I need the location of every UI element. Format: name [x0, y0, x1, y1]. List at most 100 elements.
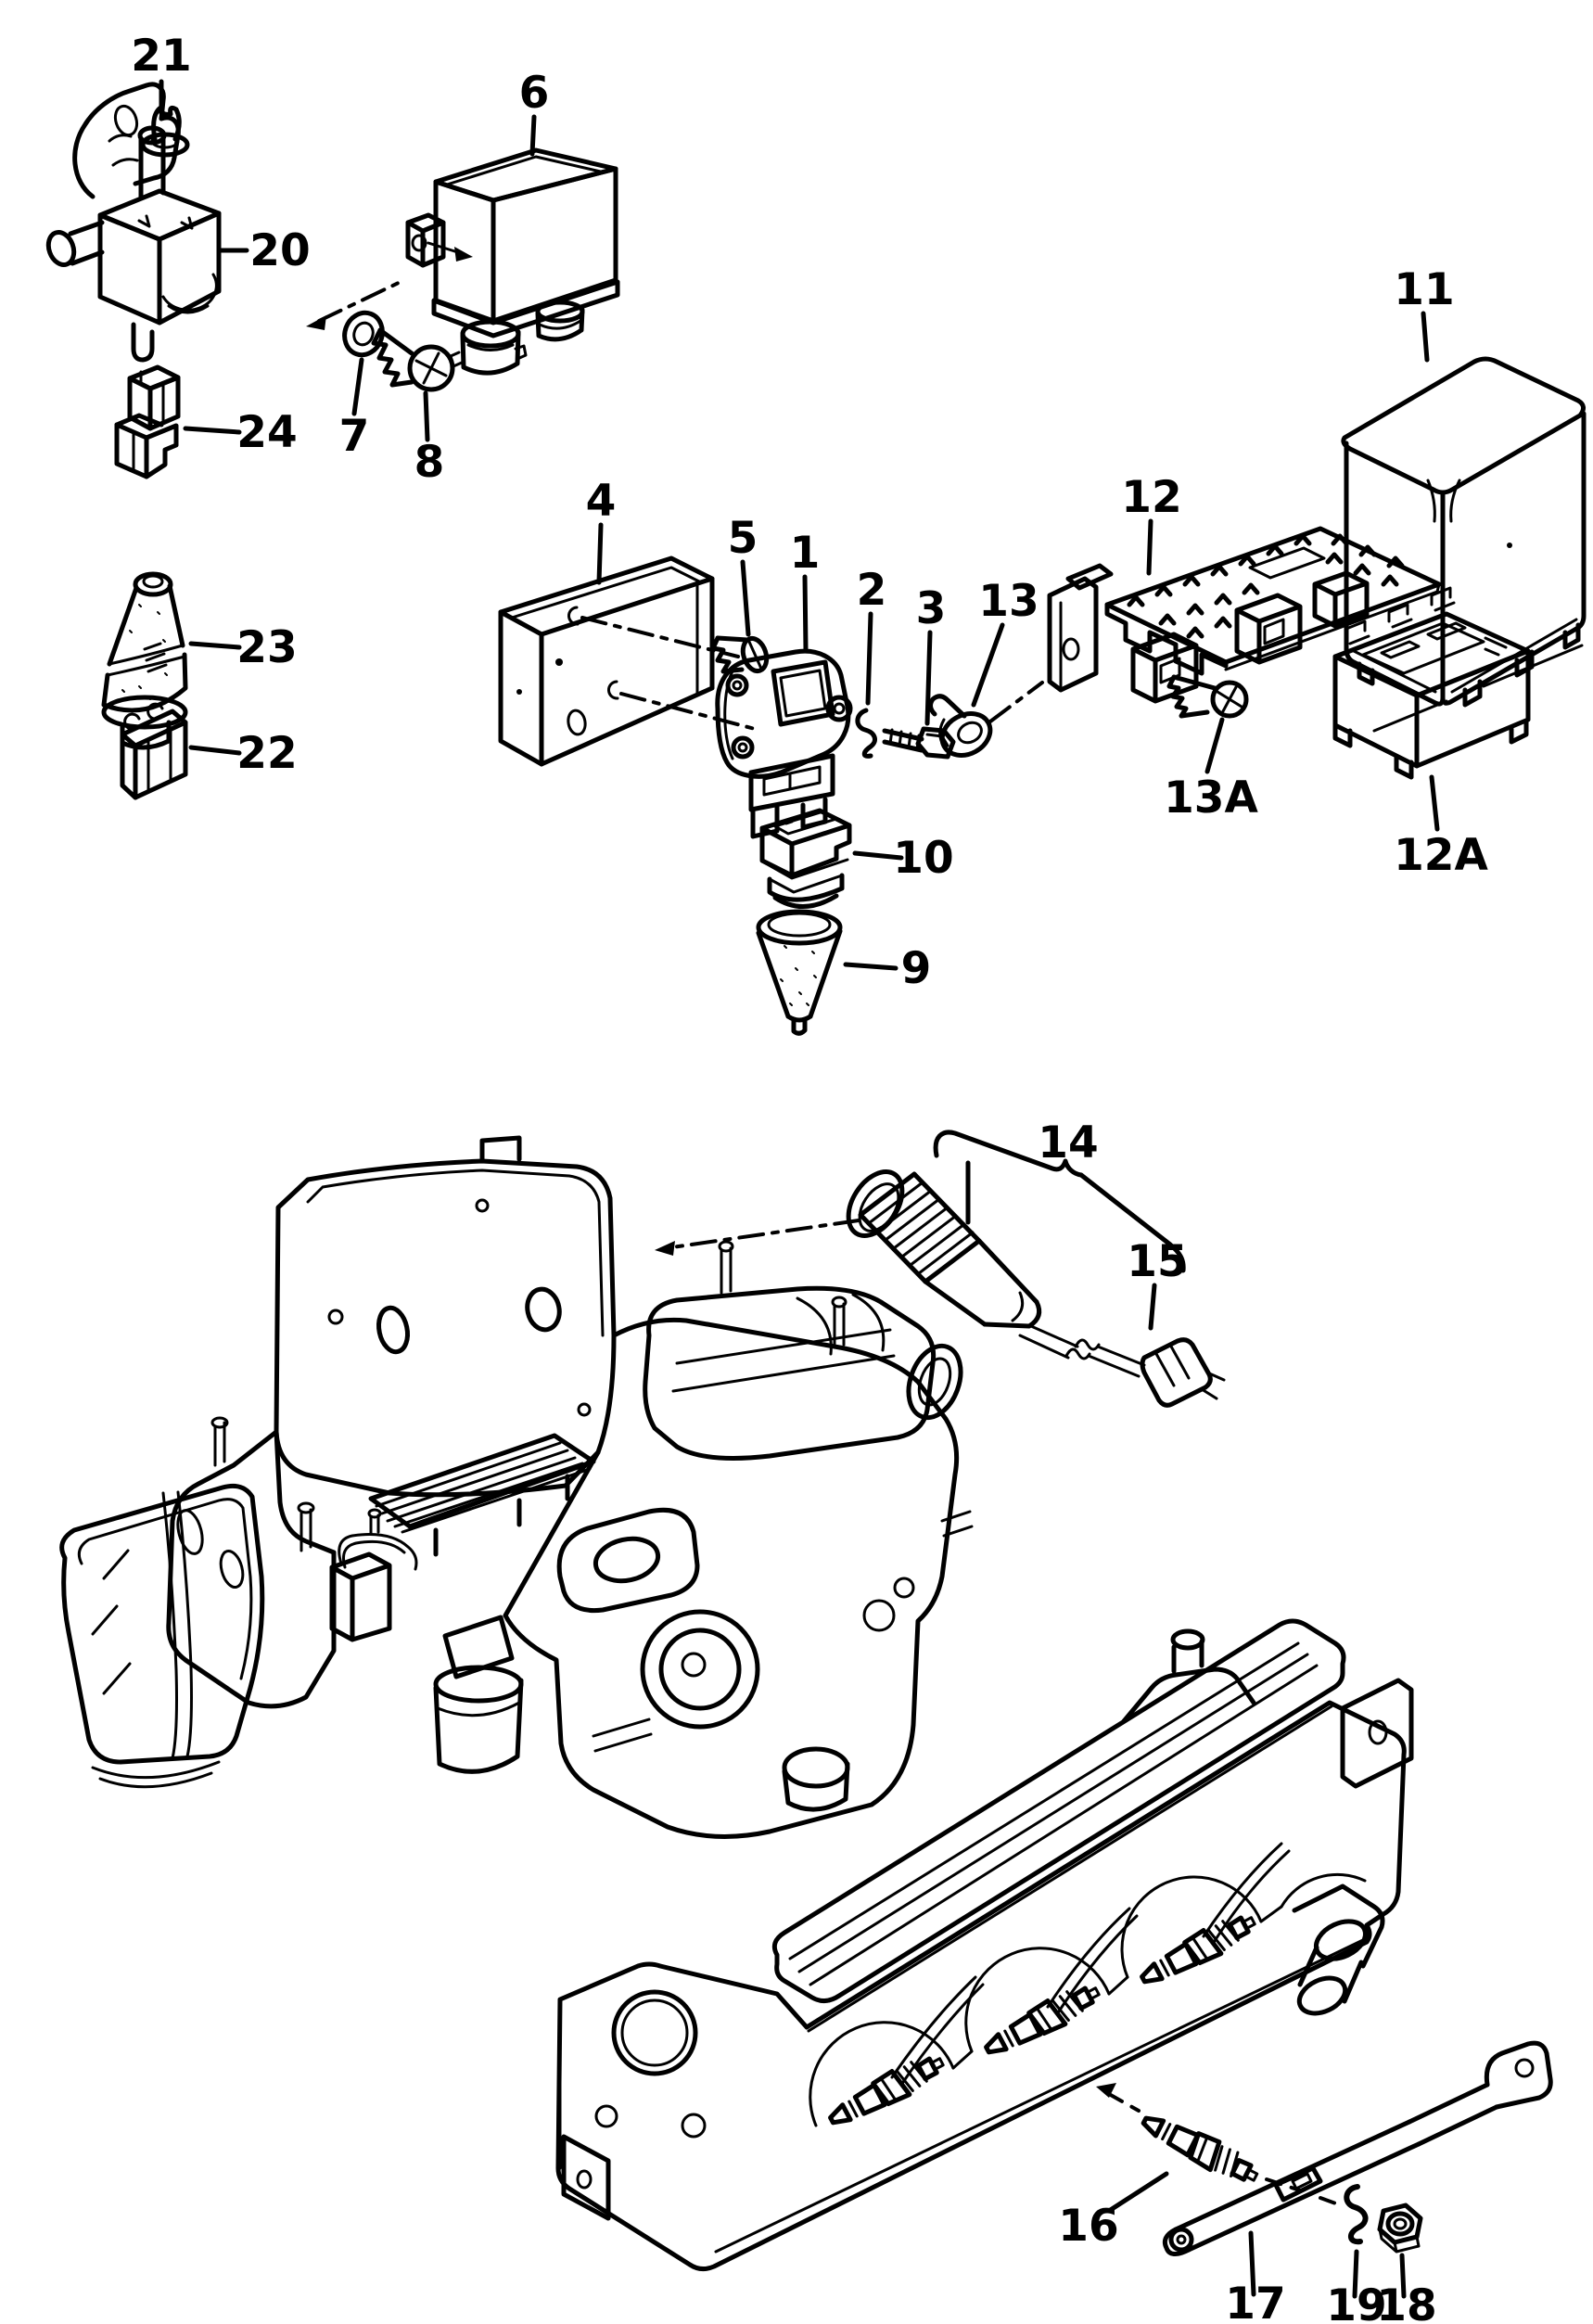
part-24-flat-connector-drawing-stroke	[144, 423, 179, 479]
cylinder-head-drawing-stroke	[714, 1936, 1369, 2254]
part-label-10: 10	[893, 833, 953, 884]
part-10-connector-housing-drawing-stroke	[784, 811, 820, 825]
part-14-speed-sensor-drawing-stroke	[1018, 1324, 1079, 1360]
part-label-21: 21	[131, 31, 191, 82]
part-14-speed-sensor-drawing-stroke	[1011, 1291, 1025, 1322]
leader-18	[1399, 2253, 1407, 2299]
part-24-flat-connector-drawing-stroke	[114, 413, 164, 428]
cylinder-head-drawing-stroke	[1314, 1919, 1368, 1961]
part-label-18: 18	[1376, 2280, 1436, 2324]
part-21-grommet-drawing-stroke	[151, 104, 182, 142]
part-15-cable-connector-drawing-stroke	[1140, 1337, 1213, 1408]
engine-assembly-drawing-stroke	[525, 1286, 562, 1333]
leader-16	[1106, 2171, 1169, 2214]
assembly-axis-14-engine	[655, 1219, 860, 1256]
part-label-11: 11	[1394, 264, 1454, 315]
cylinder-head-drawing-stroke	[1170, 1628, 1205, 1651]
leader-13a	[1204, 717, 1225, 774]
part-20-solenoid-valve-drawing-stroke	[68, 220, 105, 266]
part-17-bus-bar-drawing-stroke	[1162, 2227, 1192, 2256]
part-4-mounting-bracket-drawing-stroke	[516, 689, 522, 695]
part-label-19: 19	[1326, 2280, 1386, 2324]
part-1-ignition-control-unit-drawing-stroke	[833, 702, 846, 715]
engine-assembly-drawing-stroke	[91, 1760, 221, 1789]
part-14-speed-sensor-drawing	[846, 1169, 1146, 1378]
part-6-relay-drawing-stroke	[460, 329, 521, 376]
part-9-rubber-boot-drawing-stroke	[767, 912, 832, 938]
part-12-relay-plate-drawing-stroke	[1372, 644, 1584, 733]
engine-assembly-drawing-stroke	[368, 1433, 596, 1529]
part-4-mounting-bracket-drawing-stroke	[567, 606, 580, 626]
part-22-flat-fuse-drawing-stroke	[123, 702, 164, 731]
engine-assembly-drawing-stroke	[671, 1328, 896, 1393]
part-2-retaining-clip-drawing-stroke	[855, 708, 877, 759]
leader-2	[865, 611, 873, 706]
part-4-mounting-bracket-drawing-stroke	[567, 709, 587, 736]
part-11-relay-carrier-cover-drawing-stroke	[1357, 622, 1581, 708]
part-13a-screw-drawing	[1166, 674, 1249, 719]
part-9-rubber-boot-drawing	[756, 909, 843, 1036]
part-24-flat-connector-drawing-stroke	[147, 375, 181, 431]
part-10-connector-housing-drawing-stroke	[762, 858, 849, 880]
part-label-7: 7	[339, 411, 370, 462]
part-11-relay-carrier-cover-drawing-stroke	[1507, 543, 1512, 548]
part-20-solenoid-valve-drawing-stroke	[97, 212, 162, 326]
part-16-glow-plug-drawing	[1096, 2083, 1343, 2207]
leader-1	[802, 574, 809, 652]
leader-17	[1248, 2230, 1256, 2297]
part-10-connector-housing-drawing-stroke	[772, 893, 839, 909]
cylinder-head-drawing-stroke	[611, 1989, 698, 2076]
engine-assembly-drawing-stroke	[503, 1317, 960, 1839]
part-9-rubber-boot-drawing-stroke	[756, 909, 843, 946]
part-23-protective-cap-drawing-stroke	[107, 583, 185, 667]
part-13a-screw-drawing-stroke	[1216, 685, 1243, 713]
part-1-ignition-control-unit-drawing-stroke	[731, 735, 755, 760]
part-14-speed-sensor-drawing-stroke	[867, 1181, 975, 1275]
leader-12a	[1429, 774, 1440, 832]
cylinder-head-drawing-stroke	[788, 1641, 1319, 1986]
assembly-axis-4-5-1-stroke	[619, 692, 757, 731]
part-label-6: 6	[519, 68, 550, 119]
part-8-screw-drawing	[371, 327, 455, 392]
part-20-solenoid-valve-drawing-stroke	[97, 188, 222, 242]
engine-assembly-drawing-stroke	[658, 1628, 742, 1711]
part-label-2: 2	[857, 565, 887, 616]
cylinder-head-drawing-stroke	[951, 1905, 1283, 2070]
cylinder-head-drawing-stroke	[1296, 1975, 1348, 2016]
part-9-rubber-boot-drawing-stroke	[785, 1014, 813, 1036]
engine-assembly-drawing-stroke	[219, 1549, 245, 1590]
part-12a-relay-holder-drawing-stroke	[1332, 648, 1531, 769]
callout-labels: 21 20 6 24 7 8 23 22 4 5 1 2 3 10 9 11 1…	[131, 31, 1488, 2324]
part-label-8: 8	[414, 437, 445, 488]
part-22-flat-fuse-drawing	[120, 702, 188, 800]
part-label-23: 23	[236, 622, 297, 673]
part-6-relay-drawing-stroke	[449, 343, 528, 368]
part-9-rubber-boot-drawing-stroke	[780, 945, 817, 1006]
engine-assembly-drawing-stroke	[433, 1665, 524, 1704]
part-6-relay-drawing-stroke	[420, 220, 446, 268]
part-22-flat-fuse-drawing-stroke	[120, 732, 138, 800]
part-8-screw-drawing-stroke	[377, 327, 414, 356]
leader-9	[843, 962, 898, 971]
part-23-protective-cap-drawing-stroke	[143, 642, 168, 673]
cylinder-head-drawing-stroke	[576, 2169, 593, 2190]
part-6-relay-drawing-stroke	[491, 166, 618, 324]
part-10-connector-housing-drawing-stroke	[773, 810, 838, 836]
part-10-connector-housing-drawing-stroke	[789, 823, 852, 878]
engine-assembly-drawing-stroke	[592, 1717, 653, 1753]
part-11-relay-carrier-cover-drawing	[1341, 356, 1587, 708]
engine-assembly-drawing-stroke	[640, 1609, 760, 1730]
part-label-12a: 12A	[1394, 830, 1488, 881]
leader-5	[740, 559, 751, 637]
leader-6	[529, 114, 537, 157]
part-label-4: 4	[586, 476, 617, 527]
engine-assembly-drawing-stroke	[299, 1508, 312, 1552]
part-24-flat-connector-drawing	[114, 364, 181, 479]
engine-assembly-drawing-stroke	[862, 1599, 896, 1632]
part-5-screw-drawing	[710, 635, 770, 674]
cylinder-head-drawing-stroke	[981, 1978, 1104, 2062]
engine-assembly-drawing-stroke	[274, 1158, 617, 1498]
part-label-1: 1	[790, 528, 821, 579]
part-9-rubber-boot-drawing-stroke	[756, 928, 843, 1019]
part-11-relay-carrier-cover-drawing-stroke	[1341, 356, 1586, 495]
